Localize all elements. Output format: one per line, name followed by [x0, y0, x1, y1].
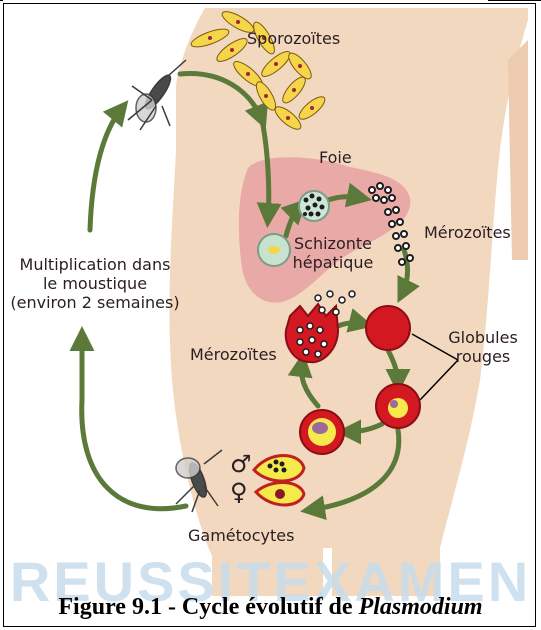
label-gametocytes: Gamétocytes — [188, 526, 294, 545]
label-schizonte-line1: Schizonte — [288, 234, 378, 253]
hepatic-schizont — [299, 191, 329, 221]
right-arm — [508, 40, 528, 260]
female-symbol: ♀ — [230, 480, 248, 504]
label-multiplication-line3: (environ 2 semaines) — [8, 293, 182, 312]
caption-prefix: Figure 9.1 - Cycle évolutif de — [58, 594, 358, 620]
arrow-mosquito-multiplication — [90, 108, 122, 230]
human-body — [169, 8, 528, 596]
label-foie: Foie — [319, 148, 352, 167]
label-merozoites-left: Mérozoïtes — [190, 345, 277, 364]
label-sporozoites: Sporozoïtes — [247, 29, 340, 48]
figure-caption: Figure 9.1 - Cycle évolutif de Plasmodiu… — [0, 594, 541, 621]
label-schizonte: Schizonte hépatique — [288, 234, 378, 272]
label-globules-line2: rouges — [448, 347, 518, 366]
label-globules-line1: Globules — [448, 328, 518, 347]
red-blood-cell-3 — [300, 410, 344, 454]
male-symbol: ♂ — [230, 452, 252, 476]
label-multiplication-line2: le moustique — [8, 274, 182, 293]
label-schizonte-line2: hépatique — [288, 253, 378, 272]
arrow-gametocytes-to-mosquito — [82, 336, 186, 509]
label-globules-rouges: Globules rouges — [448, 328, 518, 366]
red-blood-cell-1 — [366, 306, 410, 350]
label-multiplication: Multiplication dans le moustique (enviro… — [8, 255, 182, 312]
red-blood-cell-2 — [376, 384, 420, 428]
label-merozoites-right: Mérozoïtes — [424, 223, 511, 242]
label-multiplication-line1: Multiplication dans — [8, 255, 182, 274]
caption-organism: Plasmodium — [359, 594, 483, 620]
